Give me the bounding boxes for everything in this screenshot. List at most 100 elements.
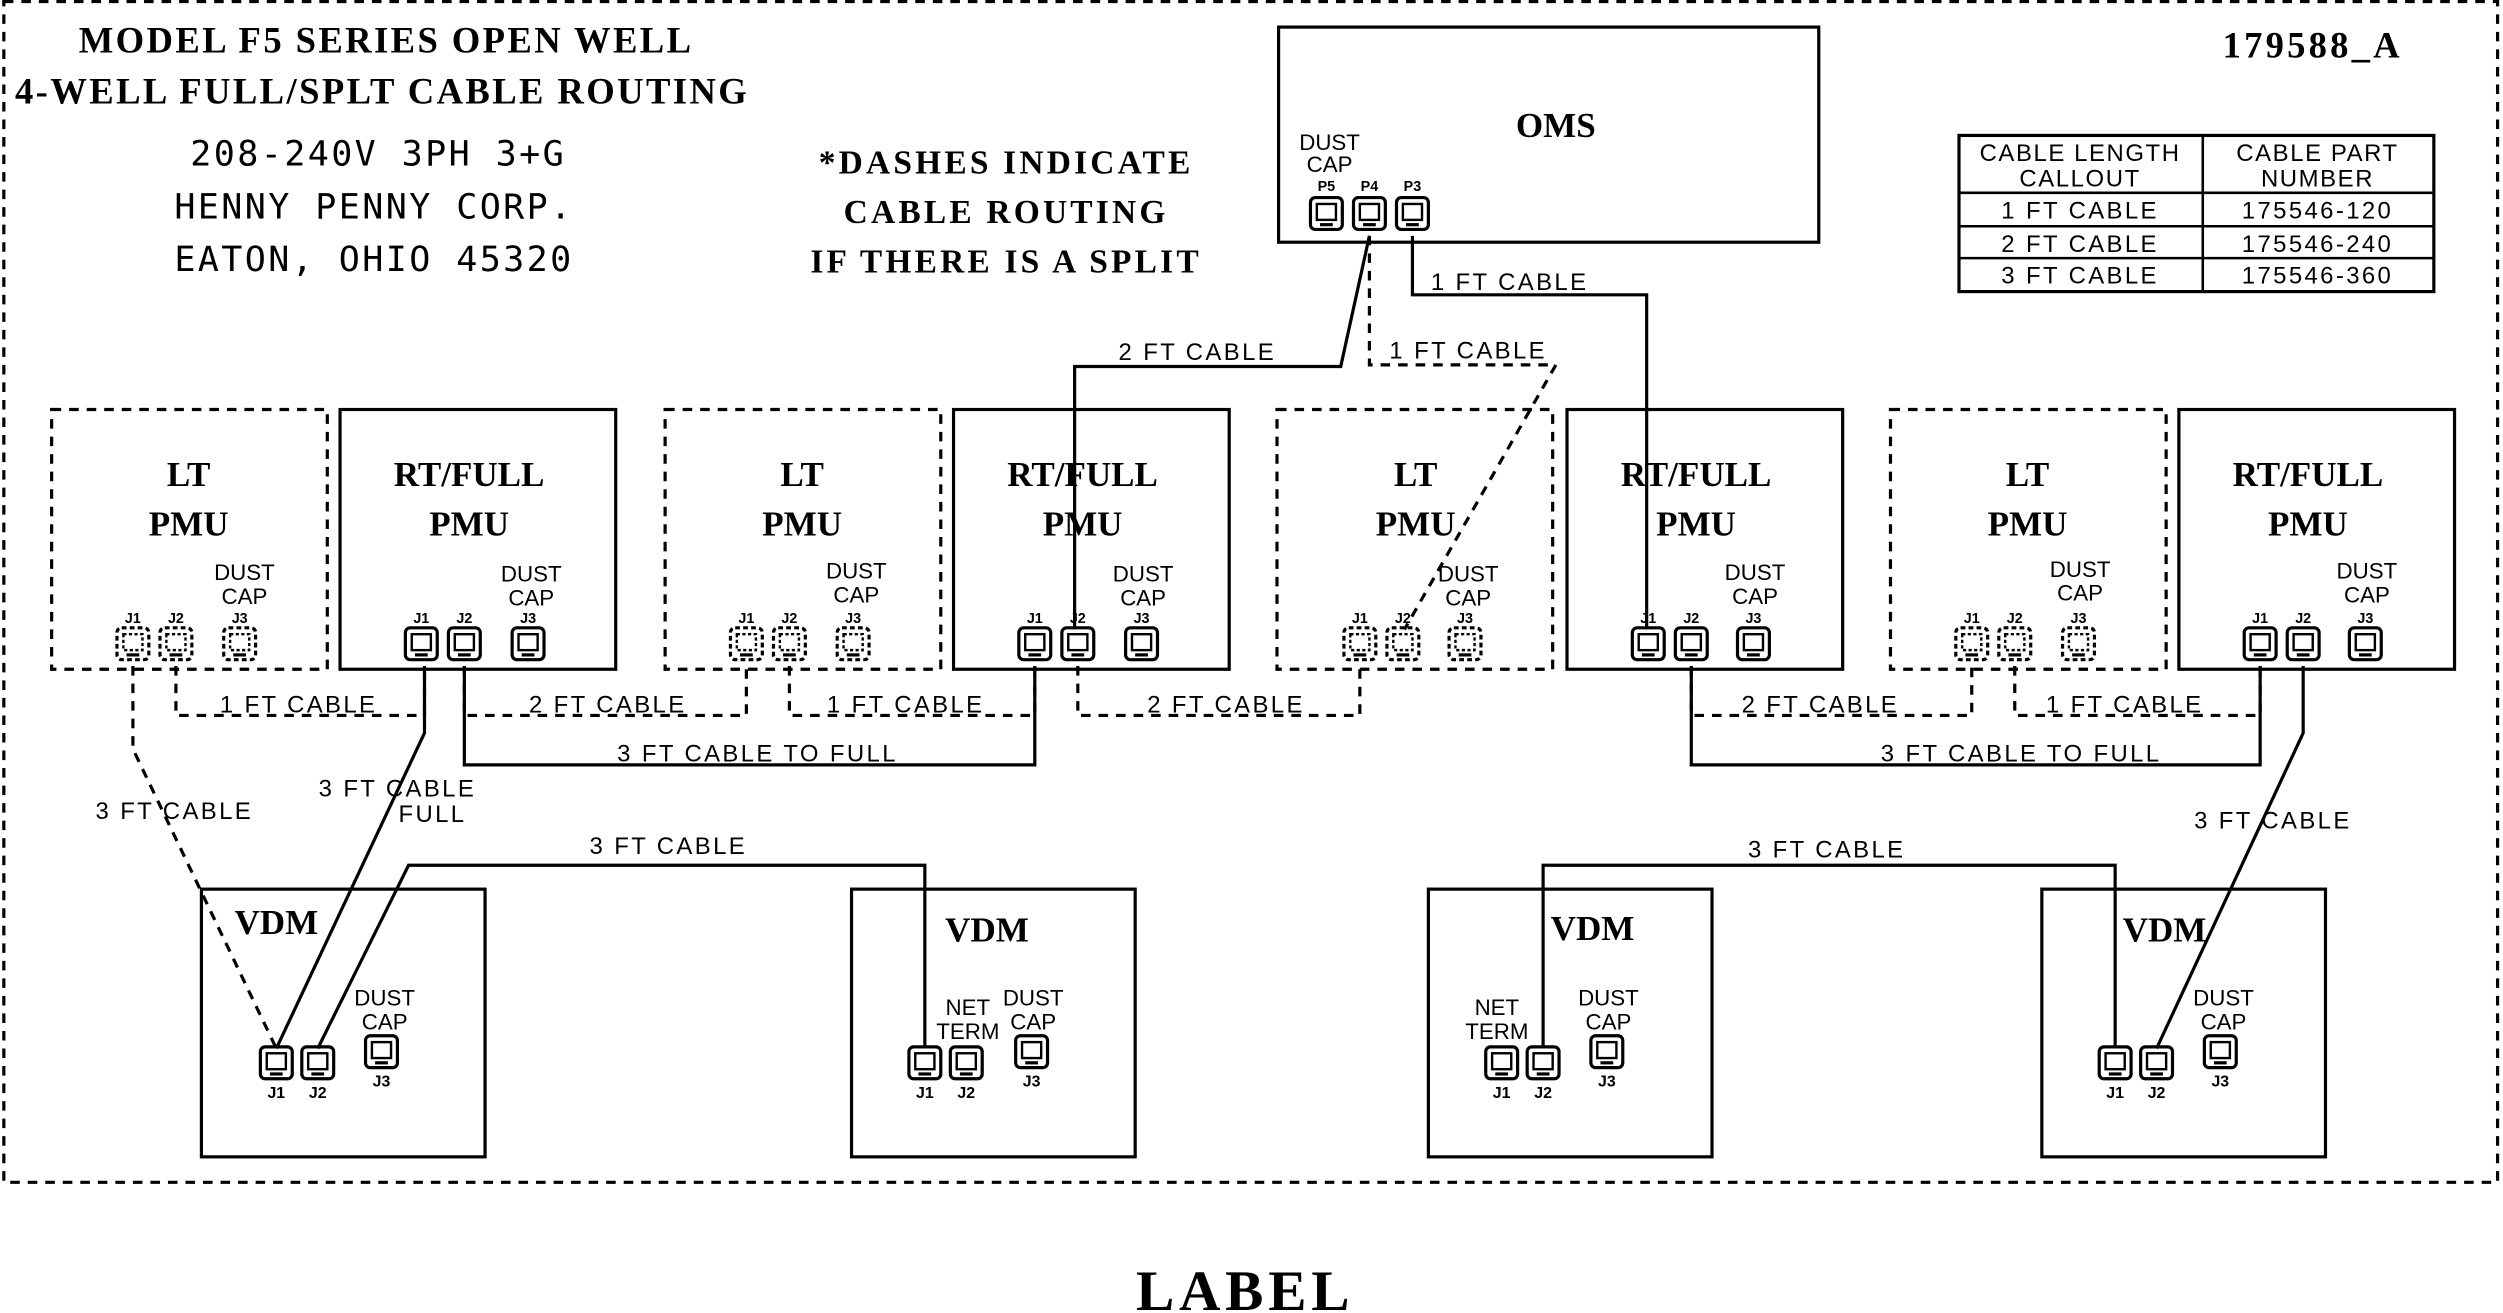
cable-label: 1 FT CABLE <box>2046 691 2204 718</box>
note-line-2: CABLE ROUTING <box>844 194 1169 231</box>
vdm-port-connector <box>2139 1045 2175 1081</box>
dust-cap-label: CAP <box>2344 582 2390 607</box>
title-line-2: 4-WELL FULL/SPLT CABLE ROUTING <box>15 71 749 112</box>
pmu-port-connector <box>2285 626 2321 662</box>
cable-vdm3-to-vdm4 <box>1541 863 2117 1049</box>
table-row-part: 175546-360 <box>2242 263 2393 290</box>
connector-group <box>115 195 2383 1081</box>
port-label-j1: J1 <box>738 611 754 627</box>
dust-cap-label: DUST <box>826 558 887 583</box>
cable-label: 2 FT CABLE <box>1147 691 1305 718</box>
oms-port-connector <box>1351 195 1387 232</box>
cable-label: 2 FT CABLE <box>1742 691 1900 718</box>
pmu-port-connector <box>403 626 439 662</box>
pmu-port-connector <box>1630 626 1666 662</box>
pmu-rt-4: RT/FULL PMU DUST CAP J1 J2 J3 <box>2177 407 2457 671</box>
dust-cap-label: DUST <box>1113 562 1174 587</box>
cable-oms-p4-to-pmu-rt2 <box>1073 235 1371 630</box>
net-term-label: TERM <box>1465 1019 1528 1044</box>
dust-cap-connector <box>2347 626 2383 662</box>
pmu-rt-label: PMU <box>2268 504 2348 543</box>
dust-cap-label: DUST <box>2337 558 2398 583</box>
pmu-lt-label: PMU <box>1988 504 2068 543</box>
vdm-port-connector <box>2097 1045 2133 1081</box>
port-label-j2: J2 <box>781 611 797 627</box>
cable-label: 1 FT CABLE <box>827 691 985 718</box>
table-row-callout: 2 FT CABLE <box>2001 231 2159 258</box>
pmu-rt-2: RT/FULL PMU DUST CAP J1 J2 J3 <box>951 407 1231 671</box>
dust-cap-connector <box>1124 626 1160 662</box>
port-label-j1: J1 <box>1640 611 1656 627</box>
pmu-rt-label: RT/FULL <box>1007 455 1158 494</box>
vdm-3: VDM NET TERM DUST CAP J1 J2 J3 <box>1426 887 1714 1159</box>
part-id: 179588_A <box>2223 24 2403 65</box>
pmu-port-connector <box>1017 626 1053 662</box>
pmu-port-connector <box>446 626 482 662</box>
dust-cap-connector <box>1014 1034 1050 1070</box>
port-label-j1: J1 <box>1352 611 1368 627</box>
cable-label: 3 FT CABLE <box>590 833 748 860</box>
pmu-rt-3: RT/FULL PMU DUST CAP J1 J2 J3 <box>1565 407 1845 671</box>
port-label-j3: J3 <box>1745 611 1761 627</box>
oms-port-connector <box>1308 195 1344 232</box>
pmu-port-connector <box>771 626 807 662</box>
oms-port-label: P5 <box>1318 179 1336 195</box>
dust-cap-connector <box>1447 626 1483 662</box>
oms-box: OMS DUST CAP P5 P4 P3 <box>1276 25 1821 244</box>
cable-label: 3 FT CABLE TO FULL <box>617 741 898 768</box>
pmu-port-connector <box>728 626 764 662</box>
cable-label: 1 FT CABLE <box>1389 338 1547 365</box>
pmu-port-connector <box>2242 626 2278 662</box>
note-line-3: IF THERE IS A SPLIT <box>810 243 1202 280</box>
port-label-j3: J3 <box>373 1074 391 1091</box>
pmu-lt-label: PMU <box>762 504 842 543</box>
cable-table: CABLE LENGTH CALLOUT CABLE PART NUMBER 1… <box>1957 133 2436 294</box>
vdm-title: VDM <box>945 911 1029 950</box>
dust-cap-label: CAP <box>222 584 268 609</box>
dust-cap-label: CAP <box>2057 581 2103 606</box>
pmu-lt-2: LT PMU DUST CAP J1 J2 J3 <box>663 407 943 671</box>
pmu-lt-label: LT <box>2006 455 2050 494</box>
oms-port-label: P3 <box>1404 179 1422 195</box>
cable-pmu-rt3-to-pmu-rt4-full <box>1689 666 2262 767</box>
pmu-lt-3: LT PMU DUST CAP J1 J2 J3 <box>1275 407 1555 671</box>
cable-label: FULL <box>398 801 466 828</box>
pmu-rt-label: RT/FULL <box>394 455 545 494</box>
vdm-port-connector <box>300 1045 336 1081</box>
port-label-j1: J1 <box>916 1085 934 1102</box>
cable-label: 2 FT CABLE <box>529 691 687 718</box>
cable-label: 3 FT CABLE <box>96 798 254 825</box>
cable-vdm1-to-vdm2 <box>316 863 927 1050</box>
dust-cap-label: DUST <box>2193 985 2254 1010</box>
cable-label: 1 FT CABLE <box>1431 269 1589 296</box>
pmu-rt-1: RT/FULL PMU DUST CAP J1 J2 J3 <box>338 407 618 671</box>
dust-cap-connector <box>222 626 258 662</box>
port-label-j2: J2 <box>2007 611 2023 627</box>
net-term-label: NET <box>946 995 991 1020</box>
port-label-j3: J3 <box>1023 1074 1041 1091</box>
pmu-rt-label: RT/FULL <box>1621 455 1772 494</box>
net-term-label: TERM <box>936 1019 999 1044</box>
footer-label: LABEL <box>1136 1260 1354 1313</box>
dust-cap-connector <box>510 626 546 662</box>
port-label-j1: J1 <box>125 611 141 627</box>
port-label-j2: J2 <box>456 611 472 627</box>
table-row-callout: 3 FT CABLE <box>2001 263 2159 290</box>
pmu-port-connector <box>1060 626 1096 662</box>
vdm-title: VDM <box>2123 911 2207 950</box>
pmu-lt-1: LT PMU DUST CAP J1 J2 J3 <box>50 407 329 671</box>
dust-cap-connector <box>2202 1034 2238 1070</box>
pmu-port-connector <box>158 626 194 662</box>
port-label-j1: J1 <box>413 611 429 627</box>
dust-cap-connector <box>1589 1034 1625 1070</box>
oms-port-label: P4 <box>1361 179 1379 195</box>
dust-cap-label: DUST <box>501 562 562 587</box>
port-label-j1: J1 <box>2106 1085 2124 1102</box>
vdm-port-connector <box>1484 1045 1520 1081</box>
vdm-port-connector <box>948 1045 984 1081</box>
cable-label: 2 FT CABLE <box>1119 339 1277 366</box>
port-label-j2: J2 <box>957 1085 975 1102</box>
cable-label: 3 FT CABLE TO FULL <box>1881 741 2162 768</box>
address-text: EATON, OHIO 45320 <box>174 239 573 280</box>
cable-pmu-rt2-to-pmu-lt3 <box>1076 666 1362 718</box>
